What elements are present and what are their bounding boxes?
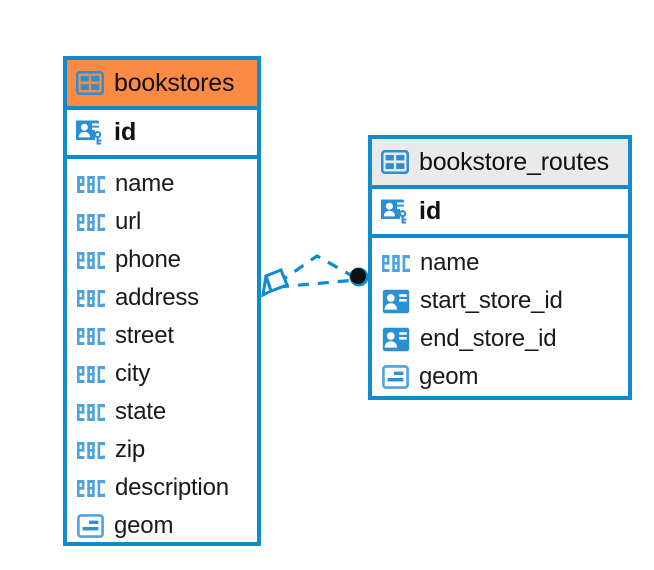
field-row[interactable]: geom xyxy=(372,358,628,396)
text-abc-icon xyxy=(77,327,105,345)
field-label: description xyxy=(115,474,229,501)
field-row[interactable]: phone xyxy=(67,241,257,279)
primary-key-label: id xyxy=(419,197,442,225)
filled-circle-endpoint[interactable] xyxy=(349,267,369,287)
diamond-endpoint[interactable] xyxy=(261,268,289,298)
entity-title-label: bookstores xyxy=(114,68,235,97)
field-row[interactable]: state xyxy=(67,393,257,431)
field-label: street xyxy=(115,322,174,349)
entity-header-bookstores[interactable]: bookstores xyxy=(67,60,257,110)
field-row[interactable]: address xyxy=(67,279,257,317)
field-label: start_store_id xyxy=(420,287,563,314)
entity-header-bookstore-routes[interactable]: bookstore_routes xyxy=(372,139,628,189)
field-label: state xyxy=(115,398,167,425)
field-row[interactable]: city xyxy=(67,355,257,393)
text-abc-icon xyxy=(77,441,105,459)
geometry-icon xyxy=(77,514,104,538)
field-row[interactable]: name xyxy=(67,165,257,203)
field-label: address xyxy=(115,284,199,311)
field-row[interactable]: name xyxy=(372,244,628,282)
relationship-line-lower xyxy=(277,278,357,289)
field-label: phone xyxy=(115,246,181,273)
field-row[interactable]: zip xyxy=(67,431,257,469)
relationship-line-upper xyxy=(277,254,357,285)
table-icon xyxy=(75,70,105,96)
primary-key-label: id xyxy=(114,118,137,146)
text-abc-icon xyxy=(77,365,105,383)
field-label: url xyxy=(115,208,142,235)
text-abc-icon xyxy=(77,289,105,307)
field-list: name start_store_id xyxy=(372,238,628,400)
entity-table-bookstore-routes[interactable]: bookstore_routes xyxy=(368,135,632,400)
field-row[interactable]: url xyxy=(67,203,257,241)
field-label: zip xyxy=(115,436,146,463)
primary-key-icon xyxy=(380,197,411,227)
field-row[interactable]: description xyxy=(67,469,257,507)
field-row[interactable]: start_store_id xyxy=(372,282,628,320)
text-abc-icon xyxy=(77,251,105,269)
table-icon xyxy=(380,149,410,175)
entity-title-label: bookstore_routes xyxy=(419,147,609,176)
primary-key-row[interactable]: id xyxy=(372,189,628,238)
primary-key-icon xyxy=(75,118,106,148)
field-row[interactable]: geom xyxy=(67,507,257,545)
text-abc-icon xyxy=(77,175,105,193)
field-list: name xyxy=(67,159,257,549)
field-label: city xyxy=(115,360,151,387)
field-label: geom xyxy=(419,363,479,390)
primary-key-row[interactable]: id xyxy=(67,110,257,159)
entity-table-bookstores[interactable]: bookstores xyxy=(63,56,261,546)
field-label: geom xyxy=(114,512,174,539)
field-row[interactable]: end_store_id xyxy=(372,320,628,358)
text-abc-icon xyxy=(77,403,105,421)
foreign-key-icon xyxy=(382,289,410,314)
geometry-icon xyxy=(382,365,409,389)
text-abc-icon xyxy=(382,254,410,272)
field-row[interactable]: street xyxy=(67,317,257,355)
field-label: end_store_id xyxy=(420,325,557,352)
text-abc-icon xyxy=(77,213,105,231)
field-label: name xyxy=(420,249,480,276)
foreign-key-icon xyxy=(382,327,410,352)
text-abc-icon xyxy=(77,479,105,497)
field-label: name xyxy=(115,170,175,197)
